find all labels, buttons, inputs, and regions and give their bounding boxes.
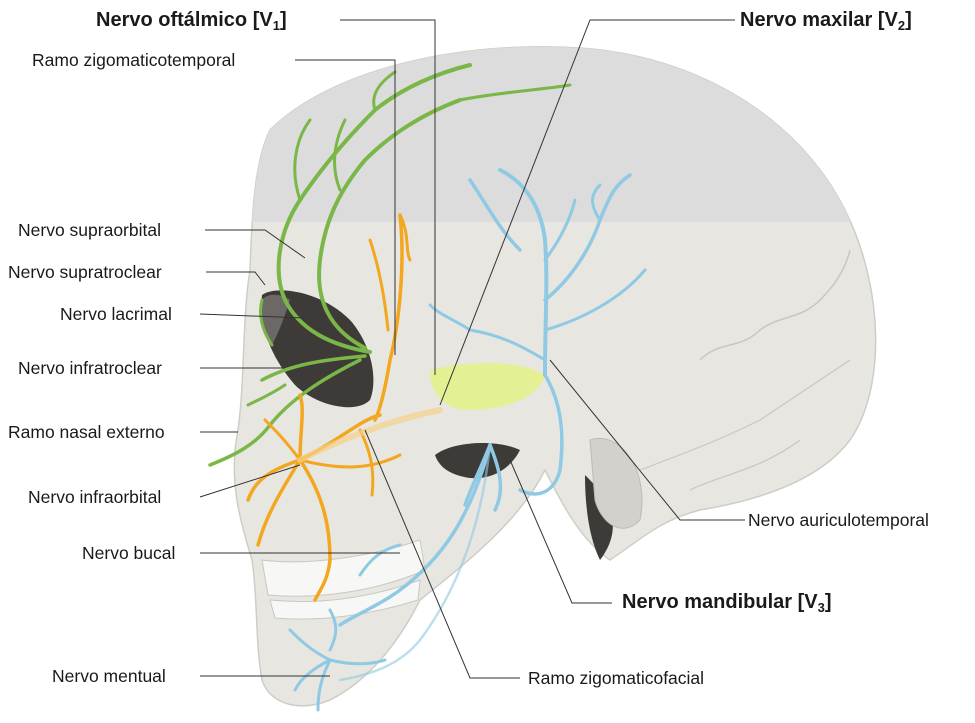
label-ramo-zigomaticofacial: Ramo zigomaticofacial [528, 668, 704, 688]
label-nervo-infratroclear: Nervo infratroclear [18, 358, 162, 378]
label-nervo-infraorbital: Nervo infraorbital [28, 487, 161, 507]
label-nervo-oftalmico: Nervo oftálmico [V1] [96, 8, 287, 34]
label-nervo-mandibular: Nervo mandibular [V3] [622, 590, 832, 616]
label-nervo-lacrimal: Nervo lacrimal [60, 304, 172, 324]
label-nervo-maxilar: Nervo maxilar [V2] [740, 8, 912, 34]
label-ramo-zigomaticotemporal: Ramo zigomaticotemporal [32, 50, 235, 70]
label-nervo-auriculotemporal: Nervo auriculotemporal [748, 510, 929, 530]
label-nervo-supraorbital: Nervo supraorbital [18, 220, 161, 240]
label-nervo-bucal: Nervo bucal [82, 543, 175, 563]
label-nervo-mentual: Nervo mentual [52, 666, 166, 686]
label-nervo-supratroclear: Nervo supratroclear [8, 262, 162, 282]
label-ramo-nasal-externo: Ramo nasal externo [8, 422, 165, 442]
